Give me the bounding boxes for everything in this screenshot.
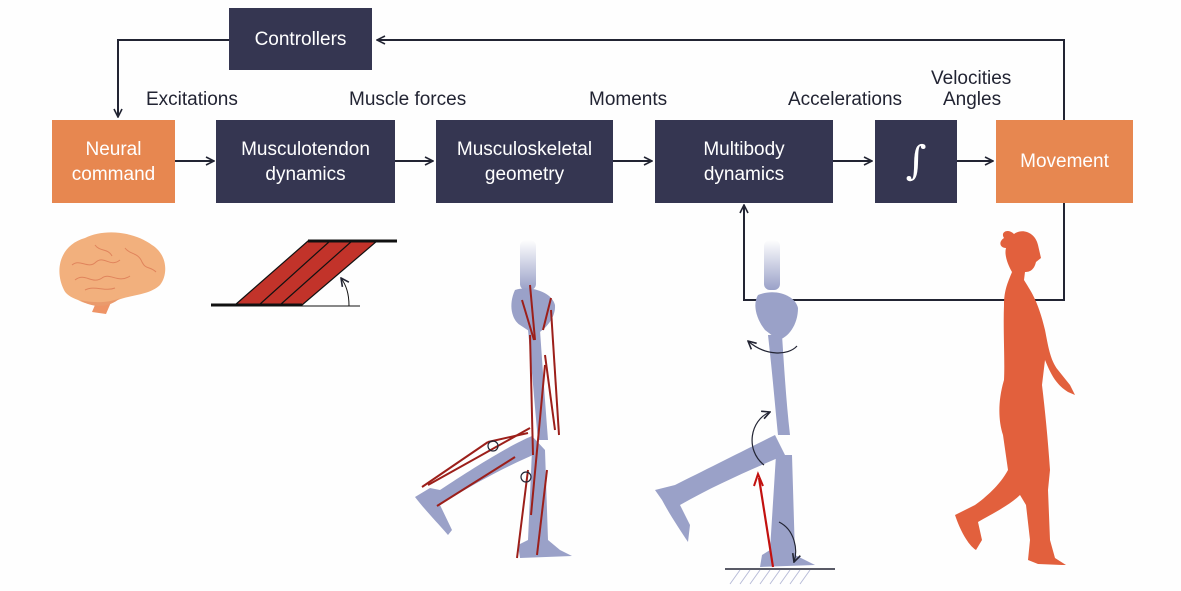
- brain-illustration: [59, 232, 166, 314]
- muscle-forces-label: Muscle forces: [349, 89, 467, 110]
- movement-block: Movement: [996, 120, 1133, 203]
- integral-symbol: ∫: [905, 138, 927, 184]
- neural-command-block: Neural command: [52, 120, 175, 203]
- arrow-feedback-to-multibody: [744, 203, 1065, 301]
- arrow-controllers-to-neural: [118, 39, 229, 117]
- musculotendon-label-1: Musculotendon: [241, 138, 370, 160]
- musculoskeletal-label-1: Musculoskeletal: [456, 138, 593, 160]
- controllers-block: Controllers: [229, 8, 372, 70]
- musculoskeletal-label-2: geometry: [484, 163, 565, 185]
- integrator-block: ∫: [875, 120, 957, 203]
- moments-label: Moments: [589, 89, 668, 110]
- musculotendon-label-2: dynamics: [265, 163, 346, 185]
- pennated-muscle-illustration: [211, 239, 397, 307]
- angles-label: Angles: [943, 89, 1002, 110]
- multibody-label-2: dynamics: [703, 163, 785, 185]
- neural-command-label-1: Neural: [85, 138, 142, 160]
- musculoskeletal-geometry-block: Musculoskeletal geometry: [436, 120, 613, 203]
- movement-label: Movement: [1020, 151, 1109, 172]
- skeleton-moments-illustration: [655, 240, 835, 585]
- walking-woman-silhouette: [955, 231, 1075, 565]
- accelerations-label: Accelerations: [788, 89, 903, 110]
- multibody-dynamics-block: Multibody dynamics: [655, 120, 833, 203]
- skeleton-muscles-illustration: [415, 240, 572, 559]
- musculotendon-dynamics-block: Musculotendon dynamics: [216, 120, 395, 203]
- neural-command-label-2: command: [71, 163, 156, 185]
- controllers-label: Controllers: [254, 28, 347, 50]
- multibody-label-1: Multibody: [703, 138, 785, 160]
- excitations-label: Excitations: [146, 89, 238, 110]
- arrow-movement-to-controllers: [377, 40, 1065, 120]
- velocities-label: Velocities: [931, 68, 1012, 89]
